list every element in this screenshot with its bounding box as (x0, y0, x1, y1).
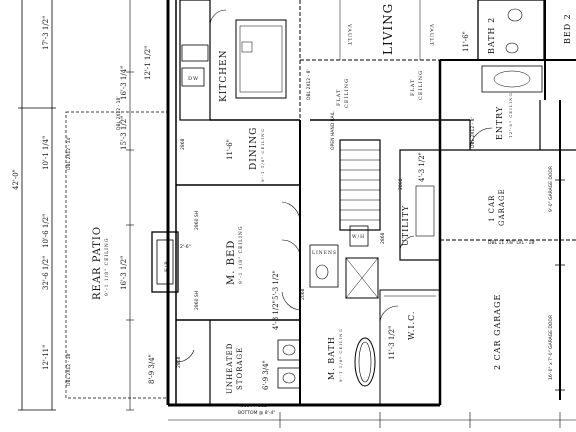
room-label-1-car: 1 CAR (488, 195, 496, 222)
flat-ceiling-label-1: FLAT (336, 89, 342, 106)
room-label-utility: UTILITY (401, 205, 410, 246)
dimension-seg-bottom: 12'-11" (42, 345, 50, 370)
dimension-seg-low: 10'-6 1/2" (42, 214, 50, 248)
dimension-wic: 11'-3 1/2" (388, 326, 396, 360)
room-label-dining: DINING (249, 127, 259, 170)
dimension-storage: 6'-9 3/4" (262, 360, 270, 390)
room-label-rear-patio: REAR PATIO (92, 226, 103, 300)
fireplace-dim: 2'-6" (180, 244, 191, 250)
dimension-overall-left: 42'-0" (12, 169, 20, 190)
m-bath-ceiling-note: 9'-1 1/8" CEILING (338, 328, 343, 382)
patio-dbl-note-top: DBL 2X12 - 14' (66, 136, 72, 170)
dimension-living: 11'-6" (462, 31, 470, 52)
entry-ceiling-note: 12'-0" CEILING (508, 92, 513, 138)
patio-dbl-note-bottom: DBL 2X12 - 18' (66, 352, 72, 386)
room-label-entry: ENTRY (495, 106, 504, 140)
dimension-entry: 4'-3 1/2" (418, 152, 426, 182)
dimension-dining-b: 11'-6" (226, 139, 234, 160)
header-4060-note: 4060 FP OBS (238, 403, 267, 409)
open-hand-rail-note: OPEN HAND RAIL (330, 111, 336, 150)
door-2868-utility: 2868 (398, 178, 404, 190)
door-2868-linens: 2868 (380, 232, 386, 244)
window-2860-upper: 2860 SH (194, 211, 200, 230)
dimension-rear-patio-height: 32'-6 1/2" (42, 256, 50, 290)
room-label-garage: GARAGE (498, 188, 506, 226)
room-label-2-car-garage: 2 CAR GARAGE (493, 294, 502, 370)
room-label-bed-2: BED 2 (563, 13, 572, 44)
flat-ceiling-label-4: CEILING (418, 70, 424, 100)
entry-dbl-note: DBL 2X12 - 8' (470, 117, 476, 148)
window-2860-lower: 2860 SH (194, 291, 200, 310)
header-dbl-note-left: DBL 2X12 - 18' (116, 96, 122, 130)
room-label-wic: W.I.C. (407, 311, 416, 340)
linens-label: LINENS (312, 250, 337, 256)
rear-patio-ceiling-note: 9'-1 1/8" CEILING (104, 238, 110, 296)
water-heater-label: W/H (352, 234, 365, 240)
garage-lvl-note: DBL 11 7/8" LVL - 18' (488, 240, 535, 246)
fireplace-label: F/P (164, 260, 170, 272)
flat-ceiling-header-note: DBL 2X12 - 8' (306, 69, 312, 100)
door-2868-dining: 2868 (180, 138, 186, 150)
room-label-m-bed: M. BED (226, 240, 237, 285)
dining-ceiling-note: 9'-1 1/8" CEILING (260, 128, 265, 182)
m-bed-ceiling-note: 9'-1 1/8" CEILING (238, 226, 244, 284)
vault-label-right: VAULT (428, 23, 434, 46)
vault-label-left: VAULT (346, 23, 352, 46)
room-label-living: LIVING (381, 3, 395, 55)
dimension-dining-a: 15'-3 1/2" (120, 116, 128, 150)
flat-ceiling-label-3: FLAT (410, 79, 416, 96)
dimension-kitchen-b: 12'-1 1/2" (144, 46, 152, 80)
room-label-bath-2: BATH 2 (487, 17, 496, 54)
garage-door-2-note: 16'-0" x 7'-0" GARAGE DOOR (548, 315, 554, 380)
dimension-seg-mid: 10'-1 1/4" (42, 136, 50, 170)
dishwasher-label: DW (188, 76, 199, 82)
door-2068-bed: 2068 (300, 288, 306, 300)
header-bottom-note: BOTTOM @ 8'-4" (238, 410, 275, 416)
dimension-kitchen-a: 16'-3 1/4" (120, 66, 128, 100)
room-label-m-bath: M. BATH (327, 336, 336, 380)
room-label-storage: STORAGE (236, 347, 244, 390)
dimension-bath: 8'-9 3/4" (148, 354, 156, 384)
dimension-mbed-c: 4'-3 1/2" (272, 300, 280, 330)
room-label-unheated: UNHEATED (226, 343, 234, 394)
flat-ceiling-label-2: CEILING (344, 78, 350, 108)
door-2868-storage: 2868 (176, 356, 182, 368)
dimension-mbed-a: 16'-3 1/2" (120, 256, 128, 290)
dimension-mbed-b: 5'-3 1/2" (272, 270, 280, 300)
room-label-kitchen: KITCHEN (219, 50, 229, 102)
dimension-seg-top: 17'-3 1/2" (42, 16, 50, 50)
garage-door-1-note: 9'-0" GARAGE DOOR (548, 166, 554, 212)
